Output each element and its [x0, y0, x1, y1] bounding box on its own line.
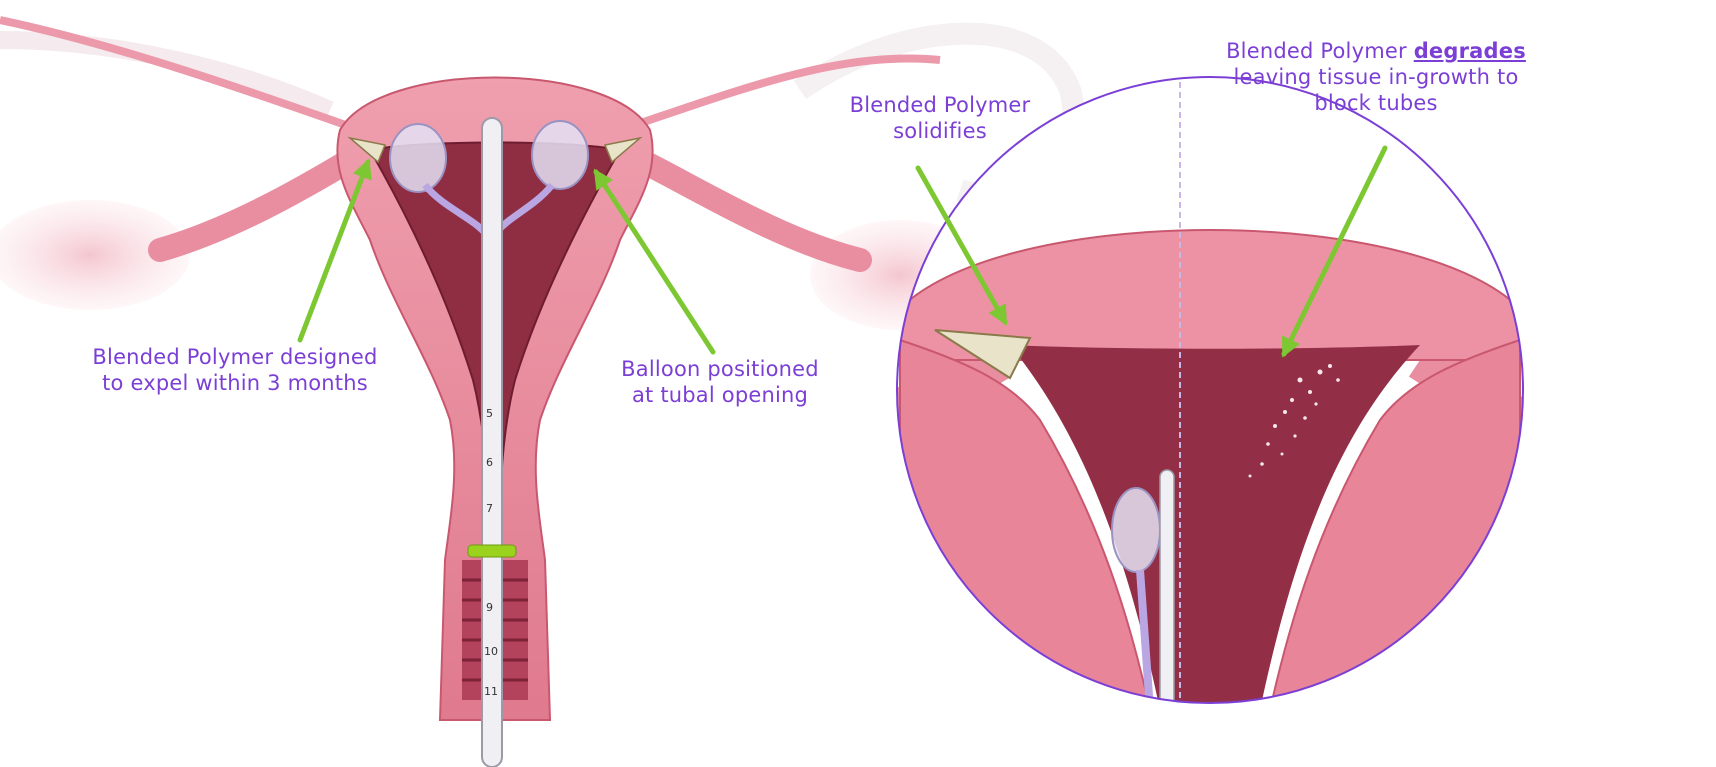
catheter-shaft	[482, 118, 502, 767]
scale-label: 9	[486, 601, 493, 614]
label-degrades-line2: leaving tissue in-growth to	[1186, 64, 1566, 90]
catheter-marker-ring	[468, 545, 516, 557]
zoom-view	[880, 70, 1530, 710]
label-degrades-line3: block tubes	[1186, 90, 1566, 116]
zoom-catheter-shaft	[1160, 470, 1174, 710]
label-solidifies: Blended Polymer solidifies	[830, 92, 1050, 144]
label-degrades: Blended Polymer degrades leaving tissue …	[1186, 38, 1566, 116]
label-degrades-line1: Blended Polymer degrades	[1186, 38, 1566, 64]
label-solidifies-line2: solidifies	[830, 118, 1050, 144]
label-expel-line2: to expel within 3 months	[40, 370, 430, 396]
fallopian-tube-left	[160, 160, 350, 250]
fallopian-tube-right	[640, 160, 860, 260]
balloon-left	[390, 124, 446, 192]
scale-label: 6	[486, 456, 493, 469]
label-balloon-line1: Balloon positioned	[585, 356, 855, 382]
scale-label: 7	[486, 502, 493, 515]
label-balloon-line2: at tubal opening	[585, 382, 855, 408]
label-expel: Blended Polymer designed to expel within…	[40, 344, 430, 396]
balloon-right	[532, 121, 588, 189]
scale-label: 5	[486, 407, 493, 420]
label-expel-line1: Blended Polymer designed	[40, 344, 430, 370]
tube-upper-left	[0, 20, 360, 130]
scale-label: 11	[484, 685, 498, 698]
label-solidifies-line1: Blended Polymer	[830, 92, 1050, 118]
label-degrades-prefix: Blended Polymer	[1226, 39, 1414, 63]
scale-label: 10	[484, 645, 498, 658]
zoom-balloon	[1112, 488, 1160, 572]
label-degrades-emphasis: degrades	[1414, 39, 1526, 63]
label-balloon: Balloon positioned at tubal opening	[585, 356, 855, 408]
